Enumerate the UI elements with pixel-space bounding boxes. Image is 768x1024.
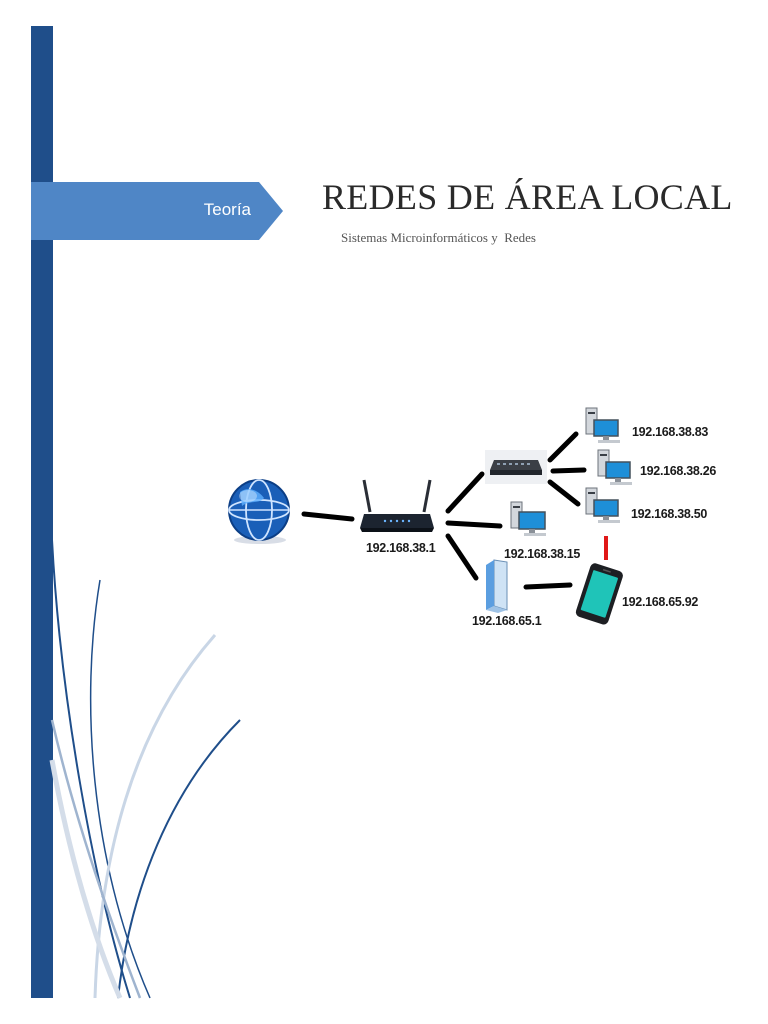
internet-globe-icon [228, 479, 290, 544]
section-tag: Teoría [31, 182, 283, 240]
pc3-ip-label: 192.168.38.50 [631, 507, 707, 521]
switch-icon [485, 450, 547, 484]
pc2-ip-label: 192.168.38.26 [640, 464, 716, 478]
pc-icon-direct [510, 501, 546, 536]
router-ip-label: 192.168.38.1 [366, 541, 436, 555]
network-diagram: 192.168.38.1 192.168.38.83 [228, 405, 730, 633]
access-point-icon [486, 559, 508, 613]
smartphone-icon [575, 563, 623, 625]
document-title: REDES DE ÁREA LOCAL [322, 177, 733, 217]
pc-direct-ip-label: 192.168.38.15 [504, 547, 580, 561]
phone-ip-label: 192.168.65.92 [622, 595, 698, 609]
access-point-ip-label: 192.168.65.1 [472, 614, 542, 628]
decorative-curves [49, 540, 241, 999]
pc-icon-2 [597, 449, 632, 485]
router-icon [360, 479, 434, 532]
section-tag-shape [31, 182, 283, 240]
pc1-ip-label: 192.168.38.83 [632, 425, 708, 439]
pc-icon-1 [585, 407, 620, 443]
side-bar [31, 26, 53, 998]
wired-links [301, 431, 587, 590]
pc-icon-3 [585, 487, 620, 523]
document-subtitle: Sistemas Microinformáticos y Redes [341, 230, 536, 245]
section-tag-label: Teoría [203, 200, 251, 219]
